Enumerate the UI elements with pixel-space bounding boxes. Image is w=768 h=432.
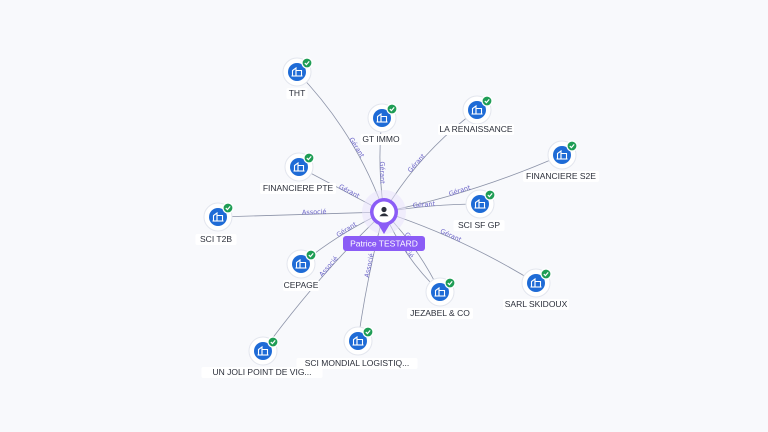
relation-label: Gérant xyxy=(378,161,386,184)
company-node-sci-mondial[interactable]: SCI MONDIAL LOGISTIQ... xyxy=(296,326,418,369)
company-name: SCI SF GP xyxy=(458,220,500,230)
check-icon xyxy=(566,140,578,152)
company-building-icon xyxy=(376,112,388,123)
company-label-bg xyxy=(503,299,569,310)
center-name: Patrice TESTARD xyxy=(350,239,418,249)
check-icon xyxy=(267,336,279,348)
company-name: THT xyxy=(289,88,306,98)
company-name: GT IMMO xyxy=(362,134,400,144)
company-name: LA RENAISSANCE xyxy=(439,124,513,134)
company-building-icon xyxy=(295,258,307,269)
company-building-icon xyxy=(212,211,224,222)
relation-edge-financiere-s2e xyxy=(383,154,563,213)
company-node-la-renaissance[interactable]: LA RENAISSANCE xyxy=(438,95,514,135)
company-building-icon xyxy=(556,149,568,160)
person-icon xyxy=(379,206,389,217)
company-label-bg xyxy=(286,88,308,99)
check-icon xyxy=(386,103,398,115)
company-node-cepage[interactable]: CEPAGE xyxy=(283,249,319,291)
center-label-bg xyxy=(343,236,425,251)
company-label-bg xyxy=(283,280,319,291)
center-pin-tip xyxy=(378,224,390,234)
relation-label: Associé xyxy=(363,253,376,279)
relation-label: Associé xyxy=(302,208,327,217)
relation-label: Gérant xyxy=(413,200,436,210)
company-label-bg xyxy=(438,124,514,135)
company-name: FINANCIERE S2E xyxy=(526,171,596,181)
relation-label: Associé xyxy=(318,255,340,279)
company-building-icon xyxy=(293,161,305,172)
check-icon xyxy=(481,95,493,107)
company-name: SCI T2B xyxy=(200,234,232,244)
relation-label: Gérant xyxy=(406,152,427,174)
check-icon xyxy=(301,57,313,69)
check-icon xyxy=(305,249,317,261)
company-node-financiere-s2e[interactable]: FINANCIERE S2E xyxy=(523,140,599,182)
company-node-sarl-skidoux[interactable]: SARL SKIDOUX xyxy=(503,268,569,310)
relation-edge-un-joli-point xyxy=(262,211,385,352)
relation-label: Gérant xyxy=(337,183,361,201)
company-name: SCI MONDIAL LOGISTIQ... xyxy=(305,358,410,368)
company-label-bg xyxy=(523,171,599,182)
company-name: UN JOLI POINT DE VIG... xyxy=(212,367,311,377)
company-building-icon xyxy=(474,198,486,209)
company-node-un-joli-point[interactable]: UN JOLI POINT DE VIG... xyxy=(201,336,323,378)
check-icon xyxy=(444,277,456,289)
check-icon xyxy=(362,326,374,338)
company-label-bg xyxy=(453,220,505,231)
nodes-layer: THT GT IMMO LA RENAISSANCE FINANCIERE S2E FI… xyxy=(195,57,599,378)
company-building-icon xyxy=(471,104,483,115)
company-name: SARL SKIDOUX xyxy=(505,299,568,309)
company-node-sci-t2b[interactable]: SCI T2B xyxy=(195,202,237,245)
company-node-tht[interactable]: THT xyxy=(282,57,313,99)
company-label-bg xyxy=(195,234,237,245)
company-building-icon xyxy=(434,286,446,297)
check-icon xyxy=(484,189,496,201)
company-label-bg xyxy=(296,358,418,369)
company-name: FINANCIERE PTE xyxy=(263,183,334,193)
center-person-node[interactable]: Patrice TESTARD xyxy=(343,190,425,251)
company-building-icon xyxy=(291,66,303,77)
company-label-bg xyxy=(407,308,473,319)
company-name: CEPAGE xyxy=(284,280,319,290)
company-building-icon xyxy=(352,335,364,346)
check-icon xyxy=(540,268,552,280)
company-node-financiere-pte[interactable]: FINANCIERE PTE xyxy=(260,152,336,194)
company-label-bg xyxy=(201,367,323,378)
company-node-jezabel-co[interactable]: JEZABEL & CO xyxy=(407,277,473,319)
company-building-icon xyxy=(530,277,542,288)
company-node-sci-sf-gp[interactable]: SCI SF GP xyxy=(453,189,505,231)
company-label-bg xyxy=(260,183,336,194)
company-building-icon xyxy=(257,345,269,356)
company-name: JEZABEL & CO xyxy=(410,308,470,318)
check-icon xyxy=(222,202,234,214)
company-node-gt-immo[interactable]: GT IMMO xyxy=(360,103,402,145)
check-icon xyxy=(303,152,315,164)
company-label-bg xyxy=(360,134,402,145)
